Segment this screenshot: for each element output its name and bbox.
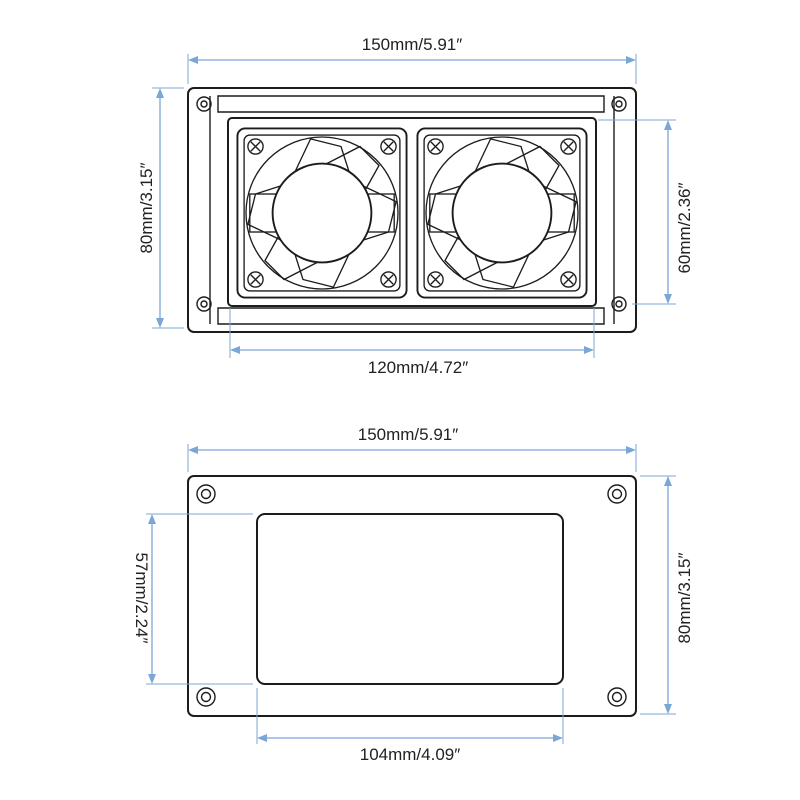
fan-tray: [227, 117, 597, 307]
cutout-height-dimension: 57mm/2.24″: [132, 513, 253, 685]
cutout-width-dimension: 104mm/4.09″: [256, 688, 564, 764]
bottom-height-dimension: 80mm/3.15″: [640, 475, 694, 715]
top-height-dimension: 80mm/3.15″: [137, 87, 184, 329]
bottom-width-dimension: 150mm/5.91″: [187, 425, 637, 472]
bottom-outer-frame: [187, 475, 637, 717]
fan-height-dimension: 60mm/2.36″: [598, 119, 694, 305]
top-outer-frame: [187, 87, 637, 333]
top-width-label: 150mm/5.91″: [362, 35, 463, 54]
cutout-height-label: 57mm/2.24″: [132, 552, 151, 643]
cutout-opening: [256, 513, 564, 685]
bottom-mounting-holes: [196, 484, 627, 707]
bottom-width-label: 150mm/5.91″: [358, 425, 459, 444]
fan-width-dimension: 120mm/4.72″: [229, 308, 595, 377]
fan-right: [416, 127, 588, 299]
top-height-label: 80mm/3.15″: [137, 162, 156, 253]
fan-height-label: 60mm/2.36″: [675, 182, 694, 273]
bottom-height-label: 80mm/3.15″: [675, 552, 694, 643]
bottom-view: 150mm/5.91″ 57mm/2.24″ 80mm/3.15″: [132, 425, 694, 764]
top-mounting-holes: [196, 96, 627, 312]
fan-width-label: 120mm/4.72″: [368, 358, 469, 377]
cutout-width-label: 104mm/4.09″: [360, 745, 461, 764]
top-view: 150mm/5.91″ 80mm/3.15″ 60mm/2.36″: [137, 35, 694, 377]
fan-left: [236, 127, 408, 299]
top-width-dimension: 150mm/5.91″: [187, 35, 637, 84]
